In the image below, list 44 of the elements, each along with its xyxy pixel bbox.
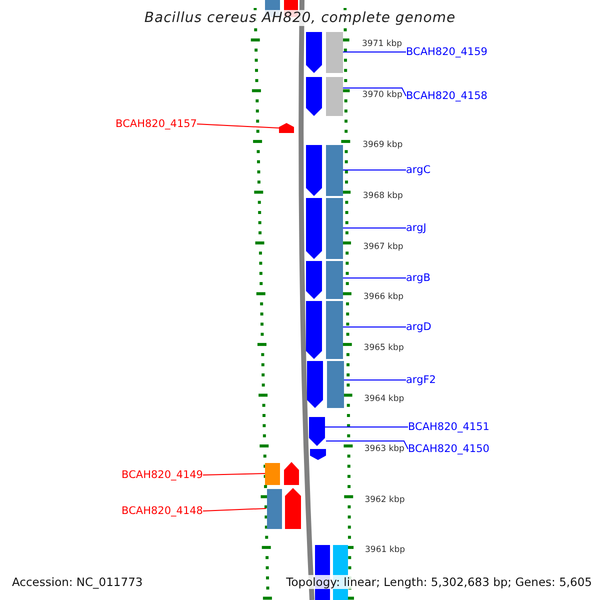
leader-line — [196, 124, 280, 128]
gene-label: argJ — [406, 222, 426, 234]
leader-line — [342, 326, 406, 328]
gene-drawing — [306, 361, 344, 408]
scale-label: 3964 kbp — [364, 394, 404, 404]
leader-line — [202, 473, 266, 476]
gene-label: BCAH820_4148 — [122, 505, 203, 517]
scale-label: 3962 kbp — [364, 495, 405, 505]
gene-label: BCAH820_4159 — [406, 46, 488, 58]
footer-note: Accession: NC_011773 — [10, 575, 145, 589]
gene-label: argF2 — [406, 374, 436, 386]
scale-label: 3969 kbp — [362, 140, 403, 150]
gene-drawing — [279, 123, 294, 133]
gene-drawing — [305, 198, 343, 259]
gene-drawing — [305, 77, 343, 116]
gene-label: BCAH820_4149 — [122, 469, 203, 481]
scale-label: 3963 kbp — [364, 444, 404, 454]
gene-drawing — [305, 145, 343, 196]
gene-label: argC — [406, 164, 431, 176]
gene-drawing — [310, 449, 326, 460]
scale-label: 3970 kbp — [362, 90, 402, 100]
scale-label: 3968 kbp — [362, 191, 403, 201]
gene-label: BCAH820_4158 — [406, 90, 488, 102]
gene-drawing — [266, 488, 302, 529]
gene-label: BCAH820_4151 — [408, 421, 490, 433]
leader-line — [342, 88, 406, 96]
gene-label: argB — [406, 272, 430, 284]
leader-line — [326, 440, 408, 450]
leader-line — [202, 508, 266, 512]
scale-label: 3961 kbp — [365, 545, 406, 555]
gene-drawing — [305, 301, 343, 359]
gene-drawing — [305, 32, 343, 73]
gene-drawing — [265, 462, 299, 485]
gene-label: BCAH820_4150 — [408, 443, 490, 455]
scale-label: 3971 kbp — [362, 39, 402, 49]
scale-label: 3966 kbp — [364, 292, 404, 302]
scale-label: 3967 kbp — [363, 242, 404, 252]
gene-drawing — [305, 261, 343, 299]
footer-note: Topology: linear; Length: 5,302,683 bp; Genes: 5,605 — [284, 575, 594, 589]
gene-label: argD — [406, 321, 432, 333]
gene-label: BCAH820_4157 — [116, 118, 197, 130]
leader-line — [324, 426, 408, 428]
gene-drawing — [309, 417, 325, 446]
scale-label: 3965 kbp — [364, 343, 404, 353]
